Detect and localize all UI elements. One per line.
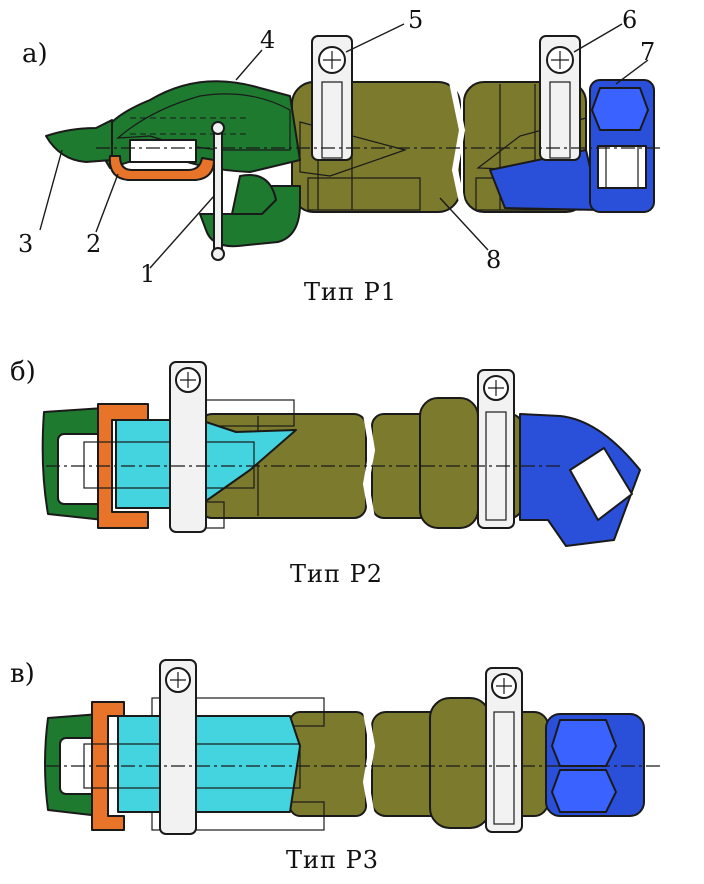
panel-c-letter: в) xyxy=(10,659,35,689)
braid-a-left xyxy=(307,177,421,211)
callout-4: 4 xyxy=(260,26,275,54)
panel-b: б) xyxy=(10,357,641,588)
panel-a-letter: а) xyxy=(22,39,48,69)
clamp-b-right xyxy=(477,369,515,529)
callout-8: 8 xyxy=(486,246,501,274)
caption-b: Тип Р2 xyxy=(290,560,383,588)
clamp-c-left xyxy=(159,659,197,835)
callout-1: 1 xyxy=(140,260,155,288)
callout-6: 6 xyxy=(622,6,637,34)
panel-a: а) xyxy=(18,6,660,306)
head-body-a xyxy=(45,80,301,248)
clamp-c-right xyxy=(485,667,523,833)
union-nut-c xyxy=(545,713,645,817)
panel-c: в) xyxy=(10,659,660,874)
union-nut-a xyxy=(589,79,655,213)
panel-b-letter: б) xyxy=(10,357,36,387)
locking-pin-a xyxy=(211,121,225,261)
caption-c: Тип Р3 xyxy=(286,846,379,874)
clamp-6 xyxy=(539,35,581,161)
clamp-b-left xyxy=(169,361,207,533)
seal-ring-a xyxy=(108,155,215,181)
seal-ring-b xyxy=(97,403,149,529)
callout-3: 3 xyxy=(18,230,33,258)
nipple-c-cyan xyxy=(117,715,301,813)
caption-a: Тип Р1 xyxy=(304,278,397,306)
seal-insert-a xyxy=(129,139,197,163)
callout-2: 2 xyxy=(86,230,101,258)
callout-5: 5 xyxy=(408,6,423,34)
clamp-5 xyxy=(311,35,353,161)
callout-7: 7 xyxy=(640,38,655,66)
